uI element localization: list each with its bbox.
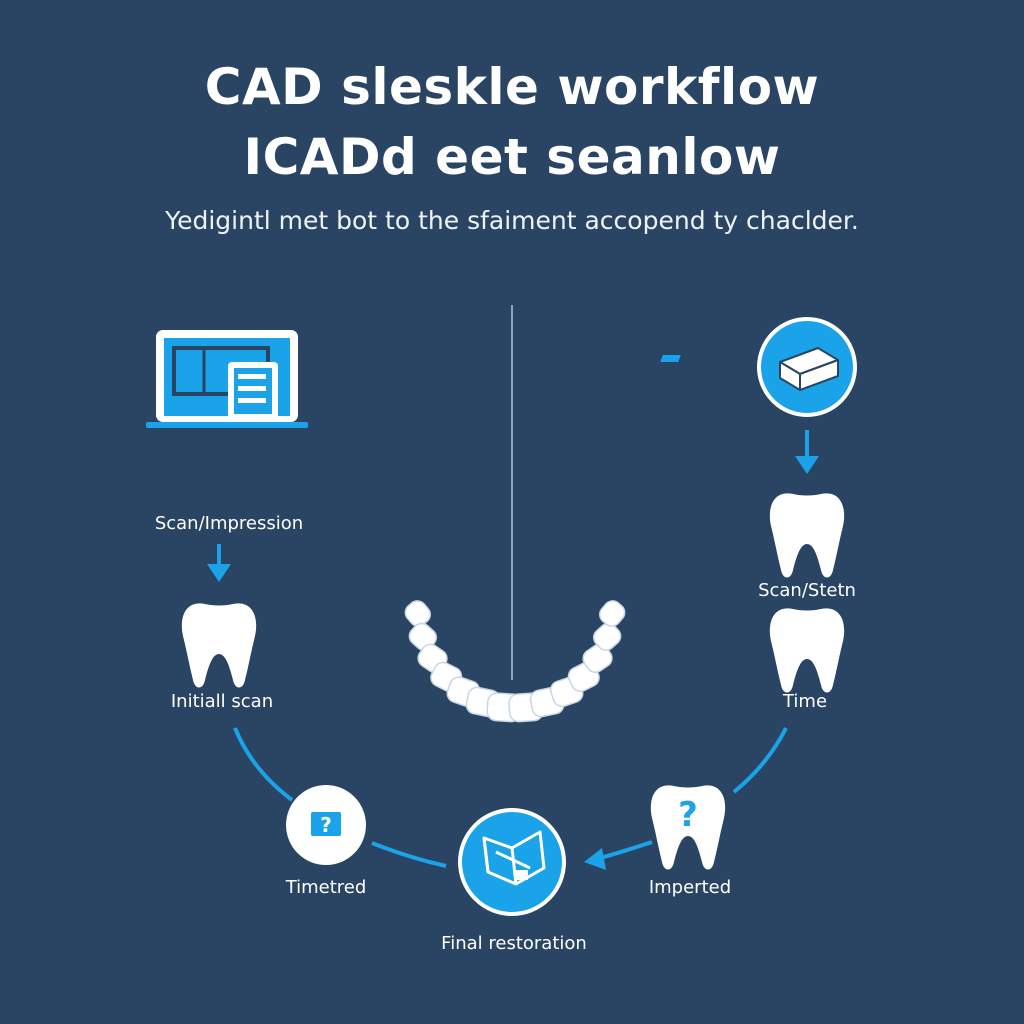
tooth-question-icon: ? — [650, 785, 726, 870]
label-timetred: Timetred — [285, 877, 367, 898]
question-mark-icon: ? — [320, 813, 332, 837]
label-time: Time — [782, 691, 828, 712]
connector-time-to-imperted — [732, 727, 788, 794]
arch-tooth — [404, 600, 432, 627]
laptop-icon — [146, 330, 308, 428]
tooth-icon — [769, 493, 845, 578]
timetred-question-icon: ? — [286, 785, 366, 865]
arch-tooth — [582, 643, 613, 673]
arrow-to-final-restoration — [584, 840, 653, 870]
dental-arch-icon — [404, 600, 626, 723]
arch-tooth — [592, 622, 622, 651]
arrow-down-left — [207, 544, 231, 582]
restoration-icon — [458, 808, 566, 916]
question-mark-icon: ? — [678, 795, 698, 835]
subtitle: Yedigintl met bot to the sfaiment accope… — [165, 206, 859, 235]
arch-tooth — [598, 600, 626, 627]
tooth-icon — [769, 608, 845, 693]
tooth-icon — [181, 603, 257, 688]
arrow-down-right-top — [795, 430, 819, 474]
connector-initial-to-timetred — [233, 727, 294, 802]
title-line-2: ICADd eet seanlow — [243, 128, 781, 186]
connector-timetred-to-final — [371, 841, 447, 868]
title-line-1: CAD sleskle workflow — [204, 58, 820, 116]
label-scan-stetn: Scan/Stetn — [758, 580, 856, 601]
label-scan-impression: Scan/Impression — [154, 513, 304, 534]
scanner-box-icon — [660, 317, 857, 417]
label-initial-scan: Initiall scan — [170, 691, 274, 712]
label-final-restoration: Final restoration — [441, 933, 587, 954]
label-imperted: Imperted — [648, 877, 732, 898]
